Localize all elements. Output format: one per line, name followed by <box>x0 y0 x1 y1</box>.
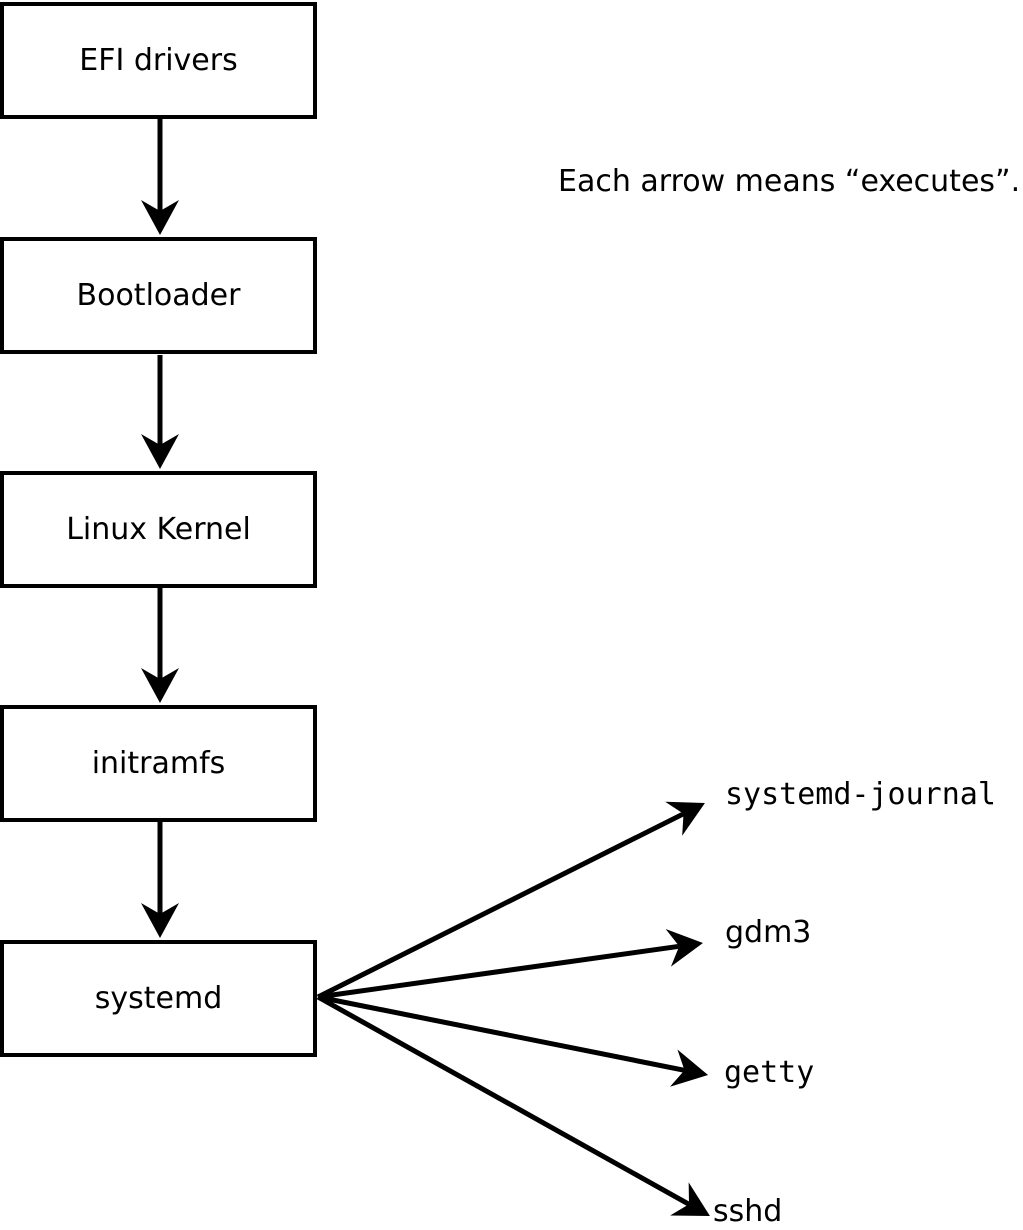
node-bootloader: Bootloader <box>0 237 317 354</box>
label-sshd: sshd <box>713 1194 783 1229</box>
node-systemd: systemd <box>0 940 317 1057</box>
node-efi-drivers: EFI drivers <box>0 2 317 119</box>
arrow-systemd-to-gdm3 <box>317 929 703 1000</box>
label-gdm3: gdm3 <box>725 915 812 950</box>
arrow-systemd-to-journal <box>316 801 705 1000</box>
arrow-systemd-to-getty <box>317 994 709 1087</box>
node-linux-kernel: Linux Kernel <box>0 471 317 588</box>
node-initramfs: initramfs <box>0 705 317 822</box>
arrow-systemd-to-sshd <box>316 994 710 1217</box>
annotation-text: Each arrow means “executes”. <box>558 164 1021 199</box>
label-getty: getty <box>724 1055 815 1090</box>
label-systemd-journal: systemd-journal <box>725 777 996 812</box>
